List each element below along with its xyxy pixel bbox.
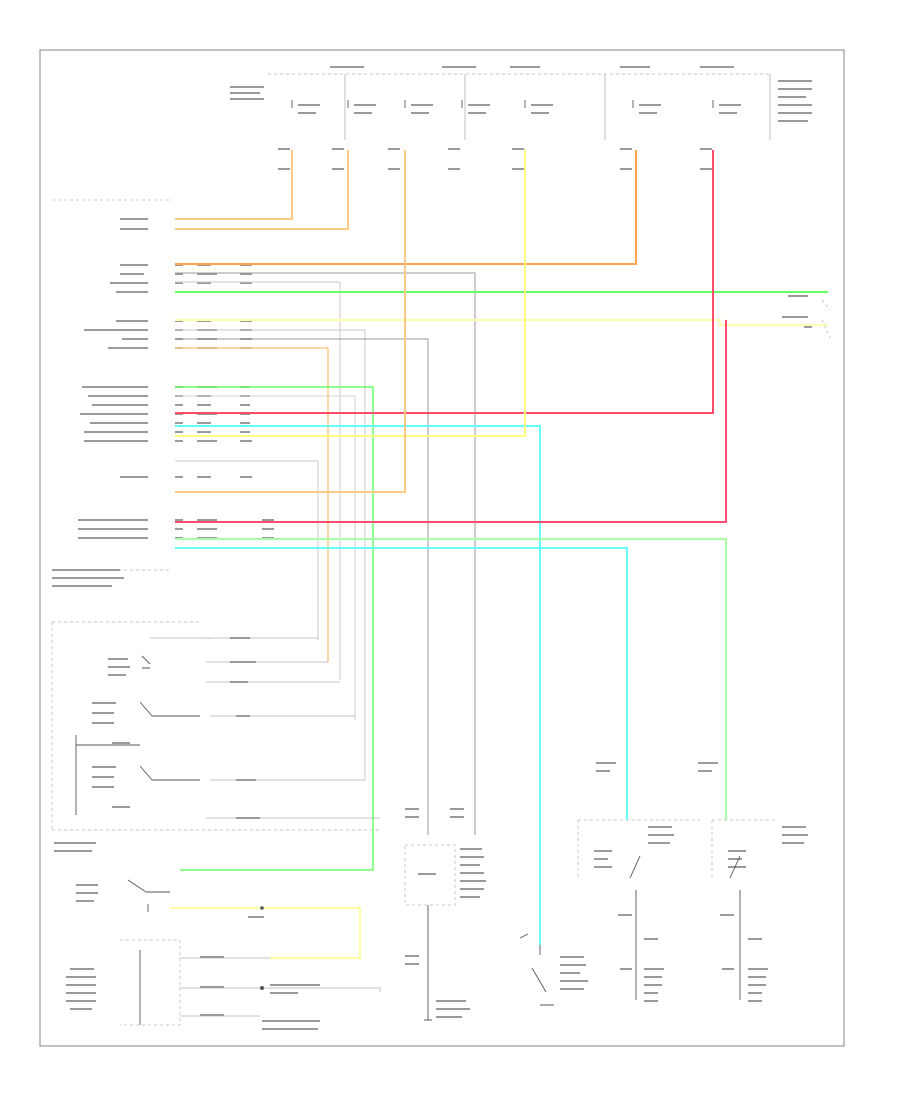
wire-yellow-2 (175, 150, 526, 437)
wire-orange-1 (175, 150, 293, 220)
fuse-block (230, 66, 812, 170)
wire-cyan-2 (175, 547, 628, 820)
turn-signal-switch (92, 765, 380, 819)
wire-red-2 (175, 320, 727, 523)
wire-orange-5 (175, 150, 406, 493)
wire-dark-1 (175, 272, 476, 835)
right-rear-door-switch (698, 762, 808, 1002)
right-edge-labels (782, 295, 831, 339)
wire-green-2 (175, 386, 374, 871)
wire-orange-2 (175, 150, 349, 230)
ignition-switch (54, 842, 264, 918)
dimmer-switch (75, 701, 355, 815)
wire-cyan-1 (175, 425, 541, 945)
bcm-pin-columns (175, 218, 274, 539)
fuse-wire-labels (278, 148, 712, 170)
left-rear-door-switch (577, 762, 700, 1002)
body-control-module-outline (52, 199, 170, 571)
wire-gray-2 (175, 329, 366, 780)
bcm-pin-labels (52, 218, 148, 587)
dome-lamp (404, 808, 486, 1021)
wire-dark-2 (175, 338, 429, 835)
courtesy-lamp (66, 939, 381, 1030)
fuse-symbols (291, 100, 741, 114)
fuse-labels (230, 66, 812, 122)
headlamp-switch (51, 621, 380, 831)
wire-gray-1 (175, 281, 341, 680)
wires (170, 150, 828, 959)
wire-yellow-3 (170, 907, 361, 959)
diagram-border (39, 49, 845, 1047)
wire-green-3 (175, 538, 727, 820)
wire-red-1 (175, 150, 714, 414)
wire-gray-4 (175, 460, 319, 640)
wire-gray-3 (175, 395, 356, 720)
wire-orange-3 (175, 150, 637, 265)
ground-points (519, 933, 588, 1006)
wire-yellow-1 (175, 319, 828, 326)
wire-orange-4 (175, 347, 329, 662)
